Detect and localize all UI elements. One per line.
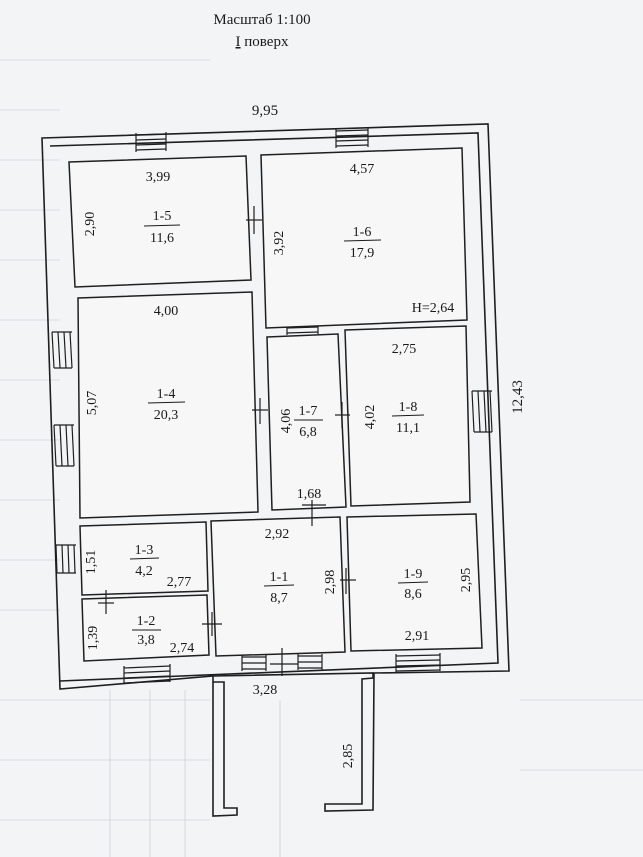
window-left-1-3 xyxy=(55,544,76,574)
floor-numeral: I xyxy=(236,34,241,50)
room-1-7-width: 1,68 xyxy=(297,487,322,502)
outer-wall xyxy=(41,123,510,817)
room-1-5-width: 3,99 xyxy=(146,170,171,185)
room-1-1-id: 1-1 xyxy=(270,570,289,585)
window-top-1-5 xyxy=(135,132,167,152)
scale-label: Масштаб 1:100 xyxy=(213,12,310,28)
window-bottom-1-1-left xyxy=(241,655,267,671)
room-1-2 xyxy=(81,594,210,662)
room-1-9-divider xyxy=(397,581,429,584)
window-left-1-4-upper xyxy=(51,331,73,369)
room-1-7-height: 4,06 xyxy=(279,409,294,434)
room-1-8-divider xyxy=(391,414,425,417)
room-1-1 xyxy=(210,516,346,657)
inner-wall-outline xyxy=(49,132,499,682)
room-1-9-id: 1-9 xyxy=(404,567,423,582)
room-1-8-area: 11,1 xyxy=(396,421,420,436)
room-1-5-id: 1-5 xyxy=(153,209,172,224)
door-markers xyxy=(98,206,356,676)
room-1-4-width: 4,00 xyxy=(154,304,179,319)
room-1-6-ceiling-height: H=2,64 xyxy=(412,301,455,316)
room-1-1-divider xyxy=(263,584,295,587)
room-1-4 xyxy=(77,291,259,519)
room-1-8-height: 4,02 xyxy=(363,405,378,430)
room-1-1-height: 2,98 xyxy=(323,570,338,595)
window-left-1-4-lower xyxy=(53,424,75,467)
room-1-3-divider xyxy=(129,557,160,560)
room-1-5 xyxy=(68,155,252,288)
room-1-4-divider xyxy=(147,401,186,404)
room-1-9-area: 8,6 xyxy=(404,587,422,602)
room-1-6-divider xyxy=(343,239,382,242)
floor-word: поверх xyxy=(241,34,289,50)
window-right-1-8 xyxy=(471,390,493,433)
room-1-4-id: 1-4 xyxy=(157,387,176,402)
room-1-3-height: 1,51 xyxy=(84,550,99,575)
window-top-1-6 xyxy=(335,128,369,148)
room-1-2-id: 1-2 xyxy=(137,614,156,629)
room-1-8-width: 2,75 xyxy=(392,342,417,357)
room-1-1-area: 8,7 xyxy=(270,591,288,606)
room-1-1-width: 2,92 xyxy=(265,527,290,542)
room-1-9-width: 2,91 xyxy=(405,629,430,644)
room-1-5-height: 2,90 xyxy=(83,212,98,237)
room-1-7-id: 1-7 xyxy=(299,404,318,419)
room-1-6-height: 3,92 xyxy=(272,231,287,256)
window-bottom-1-2 xyxy=(123,664,171,684)
room-1-5-area: 11,6 xyxy=(150,231,174,246)
room-1-3-width: 2,77 xyxy=(167,575,192,590)
window-bottom-1-1-right xyxy=(297,654,323,670)
room-1-6-width: 4,57 xyxy=(350,162,375,177)
room-1-7 xyxy=(266,333,347,511)
porch-width: 3,28 xyxy=(253,683,278,698)
room-1-2-area: 3,8 xyxy=(137,633,155,648)
room-1-3-id: 1-3 xyxy=(135,543,154,558)
porch-length: 2,85 xyxy=(341,744,356,769)
room-1-7-area: 6,8 xyxy=(299,425,317,440)
overall-width-label: 9,95 xyxy=(252,103,278,119)
room-1-5-divider xyxy=(143,224,181,227)
room-1-4-height: 5,07 xyxy=(85,391,100,416)
room-1-9-height: 2,95 xyxy=(459,568,474,593)
overall-length-label: 12,43 xyxy=(510,380,526,414)
room-1-2-height: 1,39 xyxy=(86,626,101,651)
room-1-8-id: 1-8 xyxy=(399,400,418,415)
room-1-2-width: 2,74 xyxy=(170,641,195,656)
background-form-grid xyxy=(0,59,643,857)
floor-label: I поверх xyxy=(236,34,289,50)
room-1-4-area: 20,3 xyxy=(154,408,179,423)
room-1-3-area: 4,2 xyxy=(135,564,153,579)
room-1-6-id: 1-6 xyxy=(353,225,372,240)
room-1-6 xyxy=(260,147,468,329)
window-bottom-1-9 xyxy=(395,653,441,672)
room-1-6-area: 17,9 xyxy=(350,246,375,261)
